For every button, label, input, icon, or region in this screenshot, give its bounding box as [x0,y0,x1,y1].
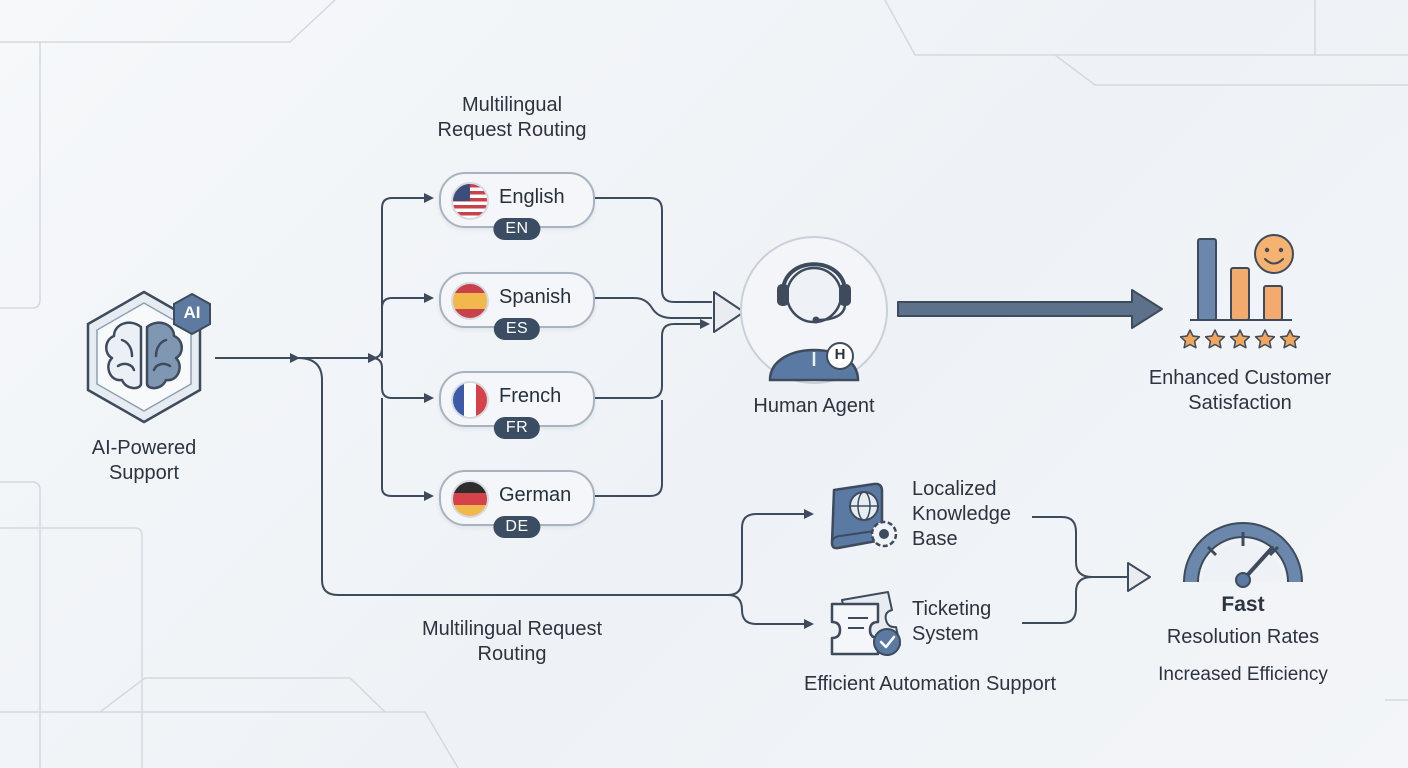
language-pill-german[interactable]: German DE [439,470,595,538]
automation-support-label: Efficient Automation Support [803,673,1056,695]
language-name: Spanish [499,286,572,308]
language-code-badge: EN [493,218,541,240]
knowledge-base-icon [830,482,898,550]
human-agent-icon [740,236,888,384]
ai-badge: AI [183,303,201,322]
ticketing-system-label: Ticketing System [912,598,992,645]
satisfaction-label: Enhanced Customer Satisfaction [1148,367,1332,414]
resolution-title: Fast [1221,593,1265,616]
language-name: German [499,484,572,506]
human-agent-badge: H [834,346,846,363]
human-agent-label: Human Agent [753,395,875,417]
germany-flag-icon [451,480,489,518]
language-code-badge: FR [493,417,541,439]
knowledge-base-label: Localized Knowledge Base [912,478,1011,550]
satisfaction-chart-icon [1190,234,1294,321]
ai-brain-icon [86,290,211,424]
routing-bottom-label: Multilingual Request Routing [421,618,603,665]
speedometer-icon [1183,522,1303,588]
resolution-subtitle: Resolution Rates [1166,626,1320,648]
ticketing-icon [830,591,901,656]
us-flag-icon [451,182,489,220]
connector-lines [215,193,1130,629]
language-pill-french[interactable]: French FR [439,371,595,439]
france-flag-icon [451,381,489,419]
ai-powered-support-label: AI-Powered Support [91,437,197,484]
big-arrow-to-satisfaction [897,289,1163,329]
language-code-badge: ES [493,318,541,340]
language-pill-spanish[interactable]: Spanish ES [439,272,595,340]
resolution-caption: Increased Efficiency [1158,664,1328,685]
human-agent-arrowhead [713,291,745,333]
language-name: English [499,186,565,208]
spain-flag-icon [451,282,489,320]
resolution-arrowhead [1127,562,1151,592]
routing-top-label: Multilingual Request Routing [437,94,587,141]
language-name: French [499,385,562,407]
language-code-badge: DE [493,516,541,538]
five-stars-icon [1179,329,1301,349]
language-pill-english[interactable]: English EN [439,172,595,240]
